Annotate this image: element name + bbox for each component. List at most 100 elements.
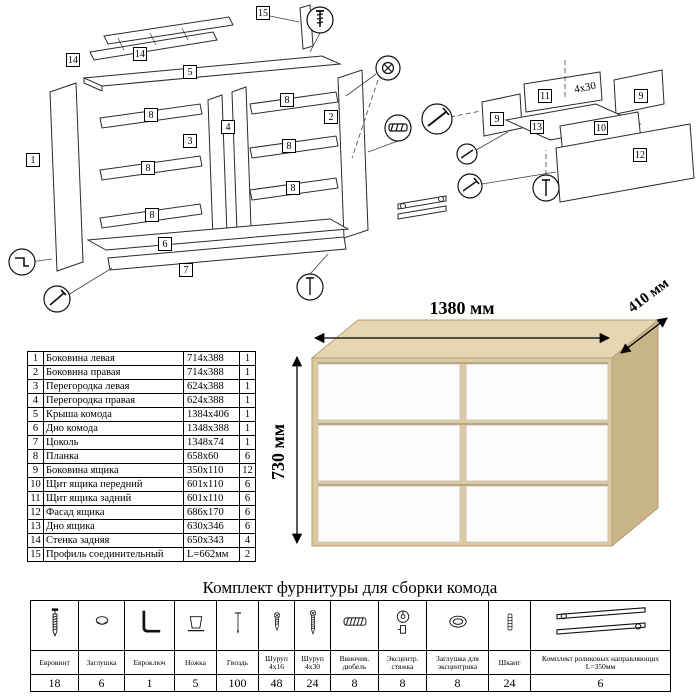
part-number: 2 xyxy=(27,365,44,380)
screw-detail-icon xyxy=(457,173,483,199)
hardware-item-qty: 6 xyxy=(530,674,671,692)
hardware-item-name: Эксцентр. стяжка xyxy=(378,650,427,675)
screw-long-icon xyxy=(294,600,331,651)
part-qty: 1 xyxy=(239,351,256,366)
hardware-item-name: Шуруп 4х30 xyxy=(294,650,331,675)
part-size: 624x388 xyxy=(183,393,240,408)
part-number: 12 xyxy=(27,505,44,520)
nail-icon xyxy=(216,600,259,651)
nail-detail-icon xyxy=(296,273,324,301)
part-number: 1 xyxy=(27,351,44,366)
screw-short-icon xyxy=(258,600,295,651)
width-dimension-label: 1380 мм xyxy=(429,298,494,318)
hardware-item-qty: 100 xyxy=(216,674,259,692)
part-size: 1348x388 xyxy=(183,421,240,436)
part-qty: 1 xyxy=(239,421,256,436)
carcass-exploded-view xyxy=(49,4,369,272)
foot-icon xyxy=(174,600,217,651)
hardware-item-name: Шкант xyxy=(488,650,531,675)
part-qty: 2 xyxy=(239,547,256,562)
euro-screw-icon xyxy=(30,600,79,651)
screw-detail-icon xyxy=(43,285,71,313)
hardware-item-qty: 24 xyxy=(294,674,331,692)
part-qty: 1 xyxy=(239,435,256,450)
part-number: 9 xyxy=(27,463,44,478)
hardware-item-name: Гвоздь xyxy=(216,650,259,675)
dowel-detail-icon xyxy=(384,114,412,142)
part-name: Боковина левая xyxy=(43,351,184,366)
part-number: 15 xyxy=(27,547,44,562)
part-qty: 1 xyxy=(239,393,256,408)
part-number: 10 xyxy=(27,477,44,492)
part-qty: 1 xyxy=(239,379,256,394)
part-qty: 1 xyxy=(239,365,256,380)
depth-dimension-label: 410 мм xyxy=(625,275,672,316)
part-size: 658x60 xyxy=(183,449,240,464)
hardware-kit-title: Комплект фурнитуры для сборки комода xyxy=(202,578,498,597)
part-name: Перегородка левая xyxy=(43,379,184,394)
part-name: Планка xyxy=(43,449,184,464)
hardware-item-qty: 8 xyxy=(426,674,489,692)
part-qty: 6 xyxy=(239,449,256,464)
part-number: 7 xyxy=(27,435,44,450)
screw-size-label: 4x30 xyxy=(573,80,598,96)
drawer-gap-shadows xyxy=(318,362,608,486)
hex-key-icon xyxy=(124,600,175,651)
cam-lock-icon xyxy=(378,600,427,651)
part-name: Крыша комода xyxy=(43,407,184,422)
part-number: 3 xyxy=(27,379,44,394)
part-size: 714x388 xyxy=(183,351,240,366)
part-name: Профиль соединительный xyxy=(43,547,184,562)
height-dimension-label: 730 мм xyxy=(268,424,288,480)
hardware-item-name: Комплект роликовых направляющих L=350мм xyxy=(530,650,671,675)
hardware-item-qty: 6 xyxy=(78,674,125,692)
part-size: 601x110 xyxy=(183,477,240,492)
hardware-item-name: Евровинт xyxy=(30,650,79,675)
part-name: Щит ящика задний xyxy=(43,491,184,506)
part-name: Боковина правая xyxy=(43,365,184,380)
part-size: 650x343 xyxy=(183,533,240,548)
part-qty: 4 xyxy=(239,533,256,548)
part-size: 1384x406 xyxy=(183,407,240,422)
leader-lines xyxy=(29,15,566,296)
part-size: L=662мм xyxy=(183,547,240,562)
hardware-item-name: Шуруп 4х16 xyxy=(258,650,295,675)
cap-icon xyxy=(78,600,125,651)
part-size: 350x110 xyxy=(183,463,240,478)
drawer-slides-icon xyxy=(530,600,671,651)
drawer-fronts xyxy=(317,363,609,543)
hardware-item-name: Ножка xyxy=(174,650,217,675)
part-size: 714x388 xyxy=(183,365,240,380)
screw-detail-icon xyxy=(306,6,334,34)
hardware-item-qty: 24 xyxy=(488,674,531,692)
screw-head-detail-icon xyxy=(375,55,401,81)
part-name: Стенка задняя xyxy=(43,533,184,548)
hardware-item-qty: 8 xyxy=(378,674,427,692)
part-size: 630x346 xyxy=(183,519,240,534)
part-number: 13 xyxy=(27,519,44,534)
cam-cap-icon xyxy=(426,600,489,651)
confirmat-detail-icon xyxy=(421,103,453,135)
part-size: 686x170 xyxy=(183,505,240,520)
hardware-item-qty: 1 xyxy=(124,674,175,692)
part-size: 601x110 xyxy=(183,491,240,506)
hardware-item-qty: 5 xyxy=(174,674,217,692)
hardware-item-qty: 18 xyxy=(30,674,79,692)
exploded-assembly-diagram: 4x30 1380 мм 730 xyxy=(8,4,695,548)
part-number: 14 xyxy=(27,533,44,548)
part-qty: 6 xyxy=(239,519,256,534)
